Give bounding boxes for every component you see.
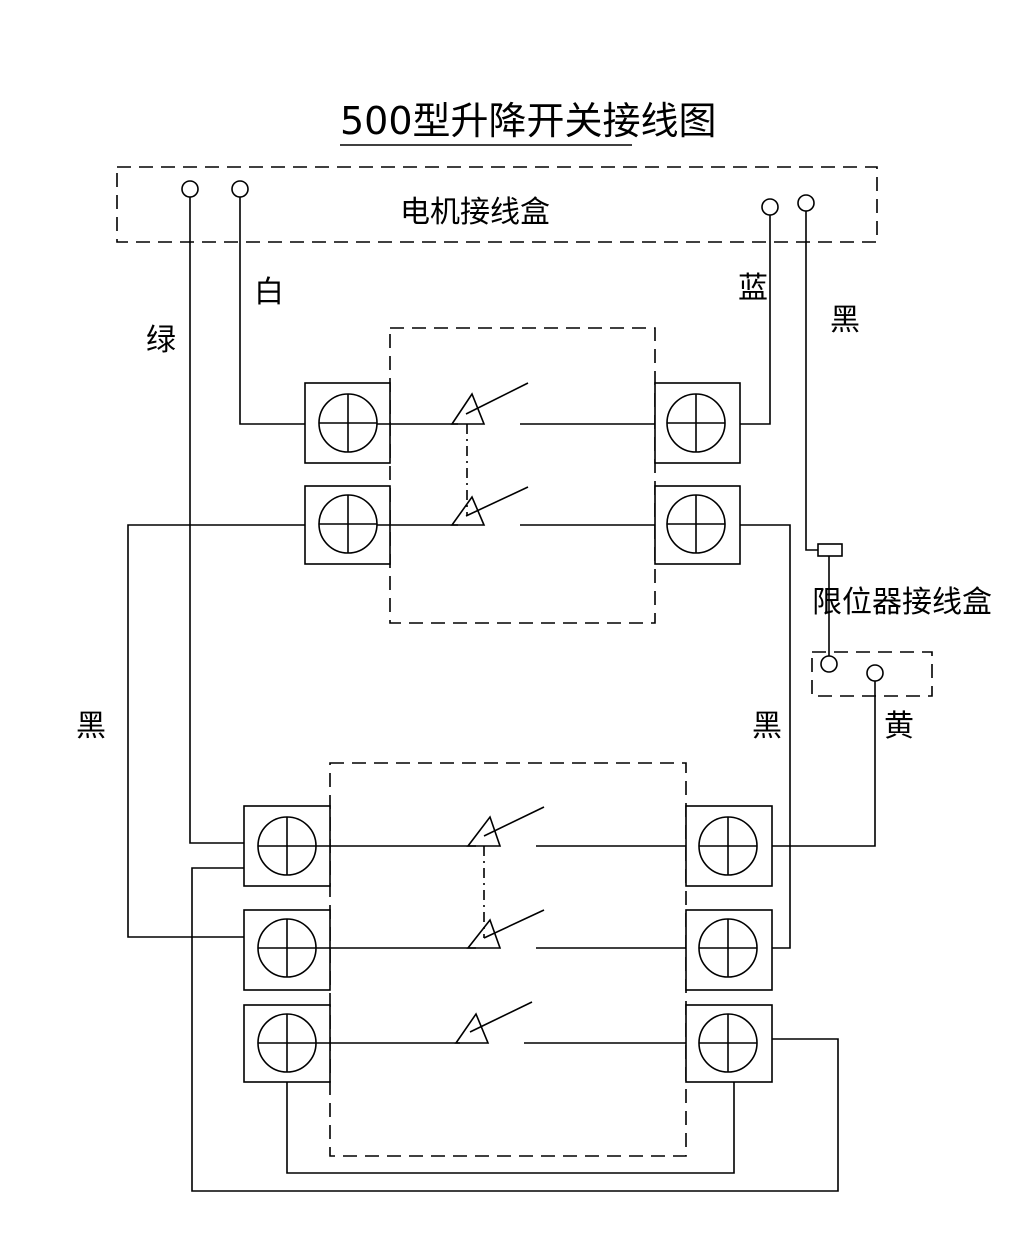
terminal-screw-icon (243, 909, 331, 991)
diagram-title: 500型升降开关接线图 (340, 99, 717, 143)
motor-junction-box (116, 166, 878, 243)
lower-switch (243, 805, 773, 1083)
wire-white-label: 白 (254, 275, 284, 310)
wire-black-top-right-label: 黑 (830, 303, 860, 338)
wiring (127, 197, 876, 1192)
limiter-terminal-2-icon (866, 664, 884, 682)
terminal-screw-icon (654, 382, 741, 464)
switch-contact-icon (377, 486, 655, 526)
motor-terminal-4-icon (797, 194, 815, 212)
switch-contact-icon (377, 382, 655, 425)
terminal-screw-icon (685, 1004, 773, 1083)
upper-switch (304, 382, 741, 565)
switch-contact-icon (316, 806, 686, 847)
wire-blue-label: 蓝 (738, 271, 768, 306)
motor-box-label: 电机接线盒 (400, 195, 550, 230)
wire-black-right-label: 黑 (752, 709, 782, 744)
wire-green (189, 197, 244, 844)
limiter-terminal-1-icon (820, 655, 838, 673)
wire-loop-left (191, 867, 839, 1192)
limit-link-icon (817, 543, 843, 557)
terminal-screw-icon (685, 909, 773, 991)
lower-switch-enclosure (329, 762, 687, 1157)
motor-terminal-2-icon (231, 180, 249, 198)
upper-switch-enclosure (389, 327, 656, 624)
terminal-screw-icon (654, 485, 741, 565)
limiter-box-label: 限位器接线盒 (812, 585, 992, 620)
wire-blue (740, 215, 771, 425)
wire-white (239, 197, 305, 425)
terminal-screw-icon (243, 1004, 331, 1083)
wire-black-left-label: 黑 (76, 709, 106, 744)
wire-yellow (772, 681, 876, 847)
switch-contact-icon (316, 1001, 686, 1044)
wire-green-label: 绿 (146, 323, 176, 358)
terminal-screw-icon (304, 382, 391, 464)
wire-bottom-bridge (286, 1082, 735, 1174)
motor-terminal-1-icon (181, 180, 199, 198)
wire-yellow-label: 黄 (884, 709, 914, 744)
motor-terminal-3-icon (761, 198, 779, 216)
terminal-screw-icon (685, 805, 773, 887)
limiter-terminals (820, 655, 884, 682)
motor-terminals (181, 180, 815, 216)
wire-black-right (740, 524, 791, 949)
wire-black-limit (805, 211, 818, 551)
switch-contact-icon (316, 909, 686, 949)
terminal-screw-icon (243, 805, 331, 887)
limiter-junction-box (811, 651, 933, 697)
wire-black-left (127, 524, 305, 938)
